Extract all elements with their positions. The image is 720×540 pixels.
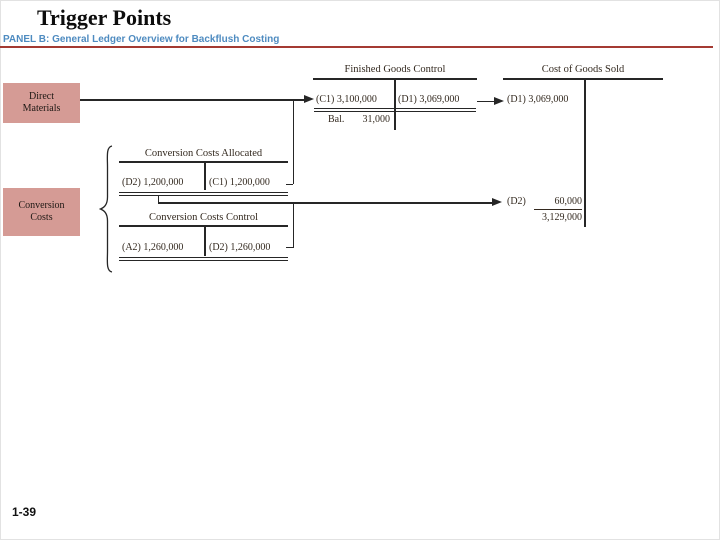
conversion-costs-label-line1: Conversion	[18, 200, 65, 211]
direct-materials-label-line2: Materials	[22, 103, 61, 114]
conversion-control-double-rule	[119, 257, 288, 261]
finished-goods-title: Finished Goods Control	[344, 64, 446, 75]
left-brace	[99, 145, 113, 273]
page-title: Trigger Points	[37, 5, 172, 30]
flow-line-dm-to-fg	[80, 99, 304, 101]
conversion-costs-box: Conversion Costs	[3, 188, 80, 236]
connector-c1-vertical	[292, 100, 294, 184]
panel-heading: PANEL B: General Ledger Overview for Bac…	[3, 34, 280, 45]
conversion-allocated-double-rule	[119, 192, 288, 196]
conversion-control-top-rule	[119, 225, 288, 227]
arrowhead-into-fg-debit	[304, 95, 314, 104]
conversion-allocated-top-rule	[119, 161, 288, 163]
cogs-total: 3,129,000	[542, 212, 582, 223]
finished-goods-balance-value: 31,000	[362, 114, 391, 125]
cogs-title: Cost of Goods Sold	[541, 64, 625, 75]
cogs-debit-d1: (D1) 3,069,000	[507, 94, 569, 105]
direct-materials-box: Direct Materials	[3, 83, 80, 123]
conversion-costs-label-line2: Costs	[30, 212, 53, 223]
conversion-allocated-debit: (D2) 1,200,000	[122, 177, 184, 188]
connector-d2-vertical	[292, 202, 294, 248]
connector-c1-elbow	[285, 183, 293, 185]
cogs-top-rule	[503, 78, 663, 80]
conversion-control-title: Conversion Costs Control	[148, 212, 259, 223]
arrowhead-into-cogs-d1	[494, 96, 504, 105]
conversion-allocated-credit: (C1) 1,200,000	[209, 177, 270, 188]
conversion-control-divider	[204, 225, 206, 256]
direct-materials-label-line1: Direct	[29, 91, 54, 102]
page-number: 1-39	[12, 505, 37, 519]
cogs-debit-d2-label: (D2)	[507, 196, 526, 207]
connector-d2-elbow	[285, 246, 293, 248]
finished-goods-debit: (C1) 3,100,000	[316, 94, 377, 105]
conversion-control-debit: (A2) 1,260,000	[122, 242, 184, 253]
finished-goods-credit: (D1) 3,069,000	[398, 94, 460, 105]
connector-d2-stub	[157, 196, 159, 203]
flow-line-d2-to-cogs	[157, 202, 492, 204]
conversion-allocated-title: Conversion Costs Allocated	[144, 148, 263, 159]
arrowhead-into-cogs-d2	[492, 198, 502, 207]
cogs-divider	[584, 78, 586, 227]
conversion-control-credit: (D2) 1,260,000	[209, 242, 271, 253]
finished-goods-divider	[394, 78, 396, 130]
conversion-allocated-divider	[204, 161, 206, 190]
flow-line-fg-to-cogs	[477, 100, 494, 102]
finished-goods-double-rule	[314, 108, 476, 112]
finished-goods-balance-label: Bal.	[328, 114, 345, 125]
heading-divider-rule	[0, 46, 713, 48]
cogs-debit-d2-value: 60,000	[534, 196, 582, 210]
